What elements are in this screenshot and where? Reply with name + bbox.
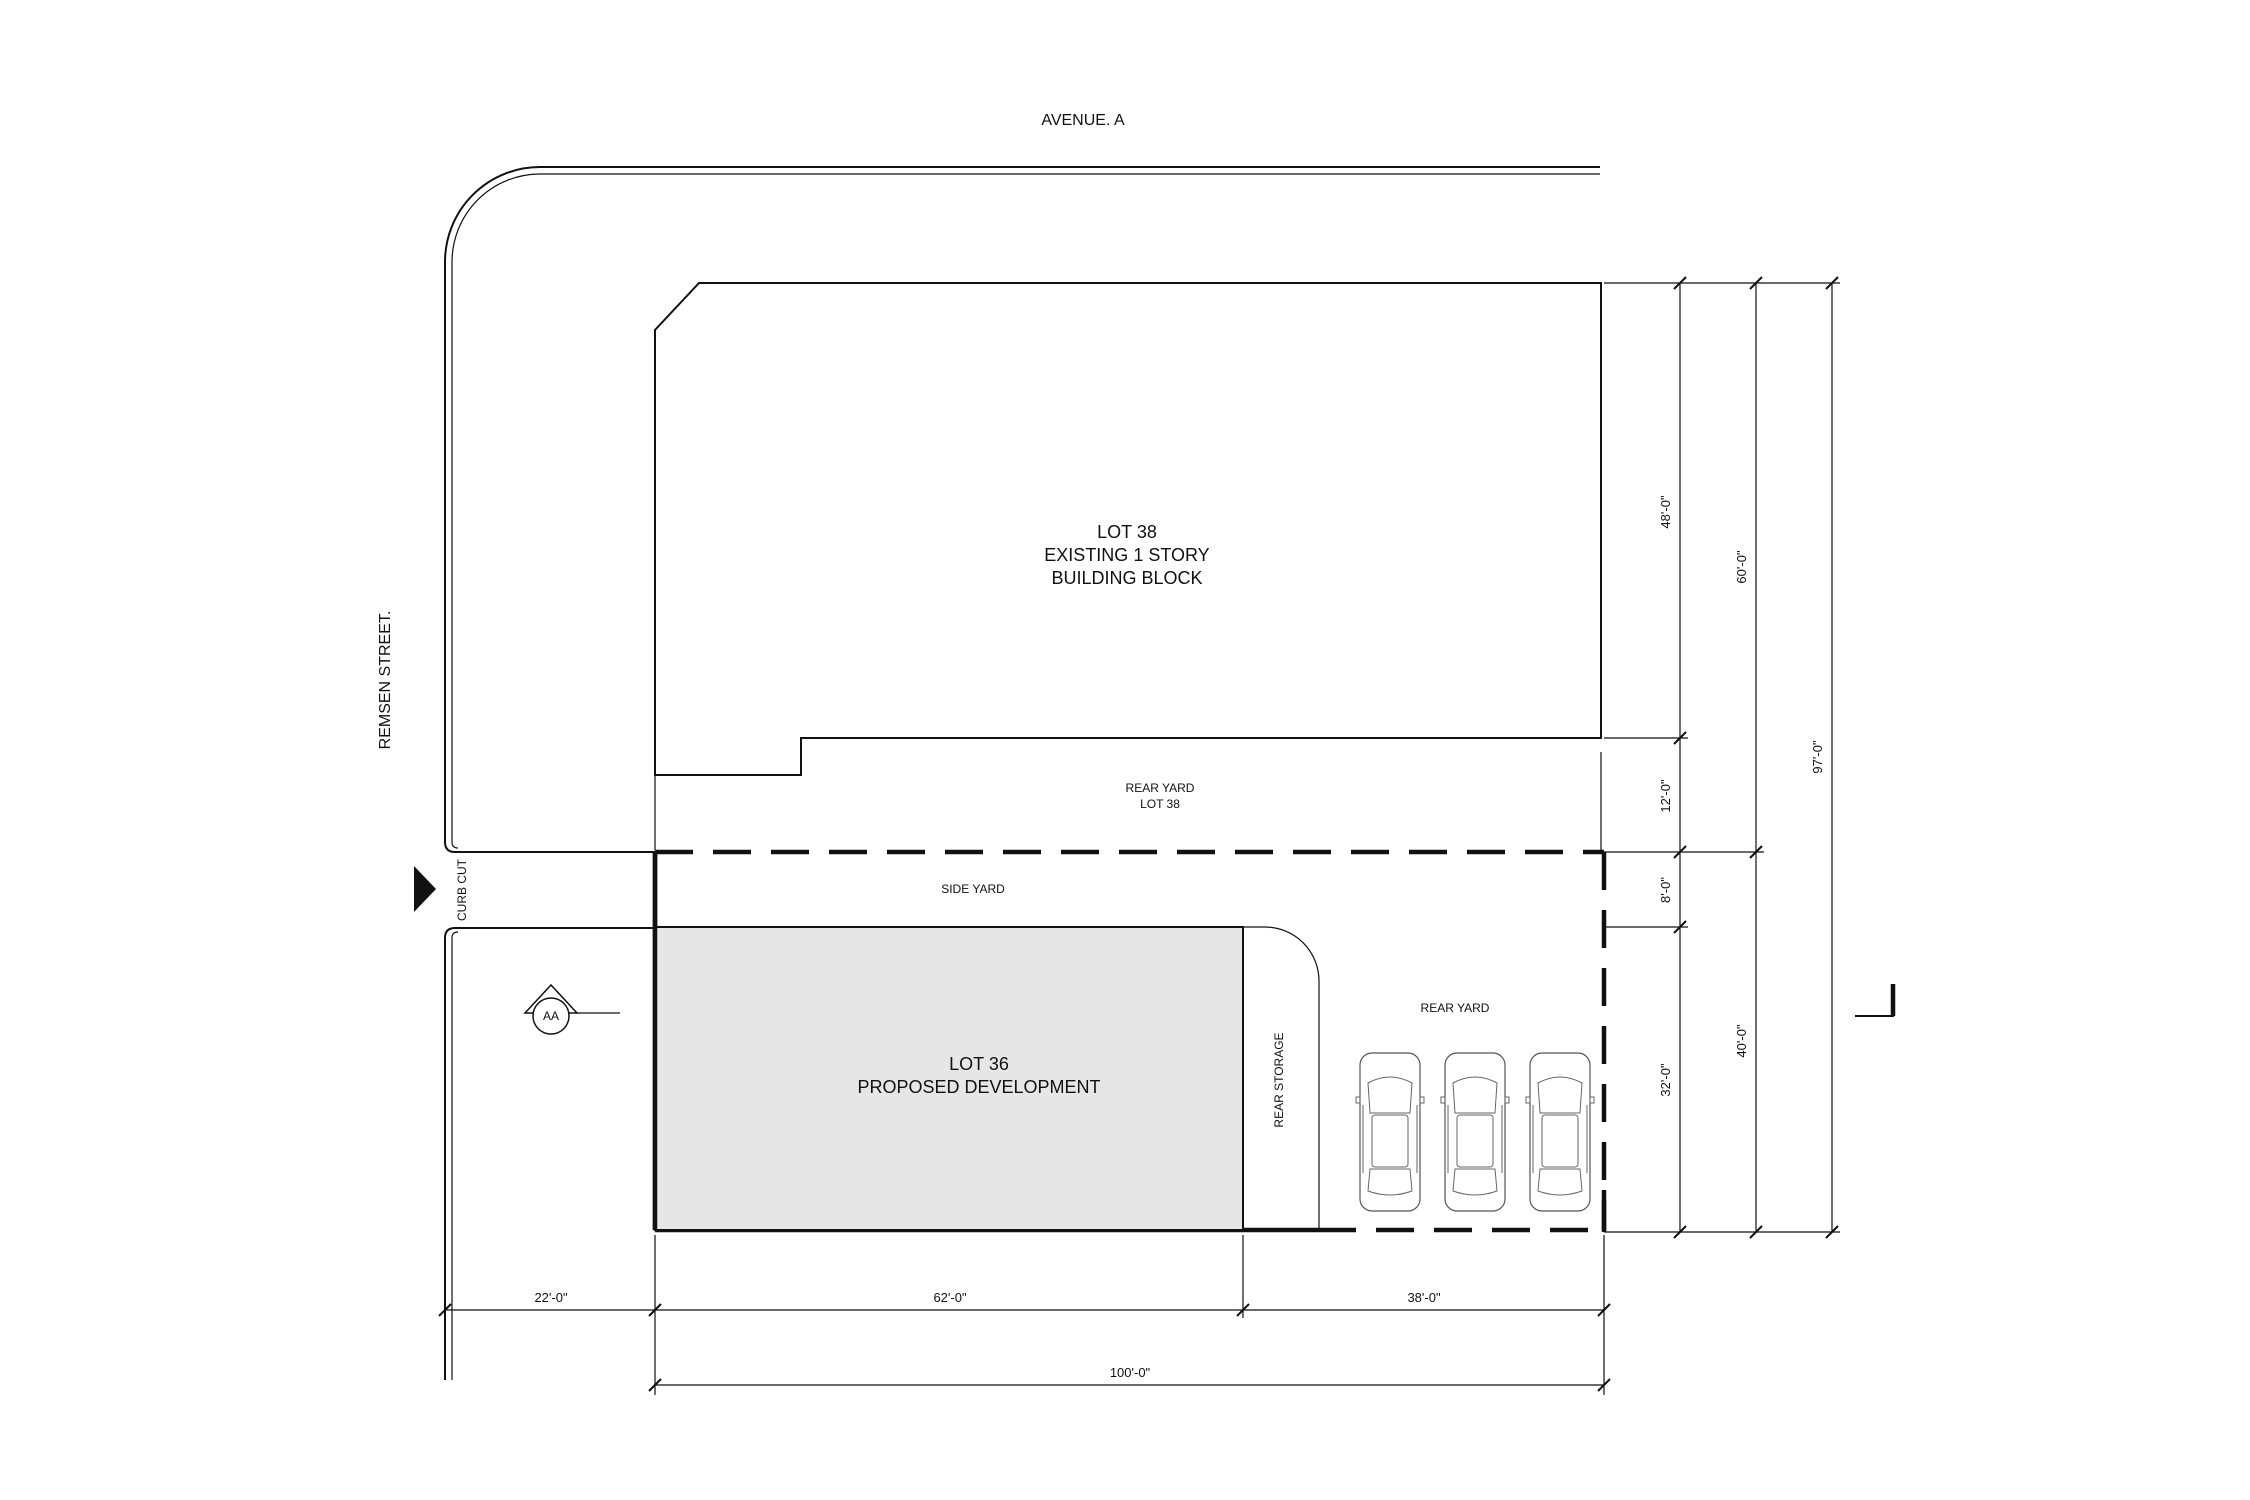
curb-cut-label: CURB CUT [455, 858, 469, 921]
dim-38: 38'-0" [1407, 1290, 1441, 1305]
section-marker-label: AA [543, 1009, 559, 1023]
dim-22: 22'-0" [534, 1290, 568, 1305]
curb-line-inner [451, 173, 1600, 849]
right-dimensions [1604, 276, 1840, 1239]
dim-8: 8'-0" [1658, 877, 1673, 903]
lot38-building-outline [654, 282, 1602, 776]
dim-12: 12'-0" [1658, 779, 1673, 813]
car [1355, 1052, 1425, 1212]
rear-storage-outline [1243, 926, 1320, 1230]
lot38-desc-1: EXISTING 1 STORY [1044, 545, 1209, 565]
car [1525, 1052, 1595, 1212]
dim-60: 60'-0" [1734, 550, 1749, 584]
car [1440, 1052, 1510, 1212]
lot38-rear-yard-sub: LOT 38 [1140, 797, 1180, 811]
lot36-desc: PROPOSED DEVELOPMENT [857, 1077, 1100, 1097]
bottom-dimensions [438, 1235, 1611, 1395]
dim-100: 100'-0" [1110, 1365, 1151, 1380]
avenue-label: AVENUE. A [1041, 112, 1125, 129]
rear-yard-label: REAR YARD [1421, 1001, 1490, 1015]
lot38-desc-2: BUILDING BLOCK [1051, 568, 1202, 588]
remsen-street-label: REMSEN STREET. [377, 611, 394, 750]
dim-40: 40'-0" [1734, 1024, 1749, 1058]
section-marker: AA [523, 983, 620, 1035]
rear-storage-label: REAR STORAGE [1272, 1032, 1286, 1127]
lot38-rear-yard-label: REAR YARD [1126, 781, 1195, 795]
curb-line-lower-outer [444, 927, 655, 1380]
dim-97: 97'-0" [1810, 740, 1825, 774]
dim-32: 32'-0" [1658, 1063, 1673, 1097]
side-yard-label: SIDE YARD [941, 882, 1005, 896]
curb-cut-arrow [414, 866, 436, 912]
dim-48: 48'-0" [1658, 495, 1673, 529]
curb-line-lower-inner [451, 931, 459, 1380]
parking-cars [1355, 1052, 1595, 1212]
lot38-title: LOT 38 [1097, 522, 1157, 542]
lot36-title: LOT 36 [949, 1054, 1009, 1074]
section-cut-mark [1855, 985, 1894, 1017]
dim-62: 62'-0" [933, 1290, 967, 1305]
curb-line-outer [444, 166, 1600, 853]
